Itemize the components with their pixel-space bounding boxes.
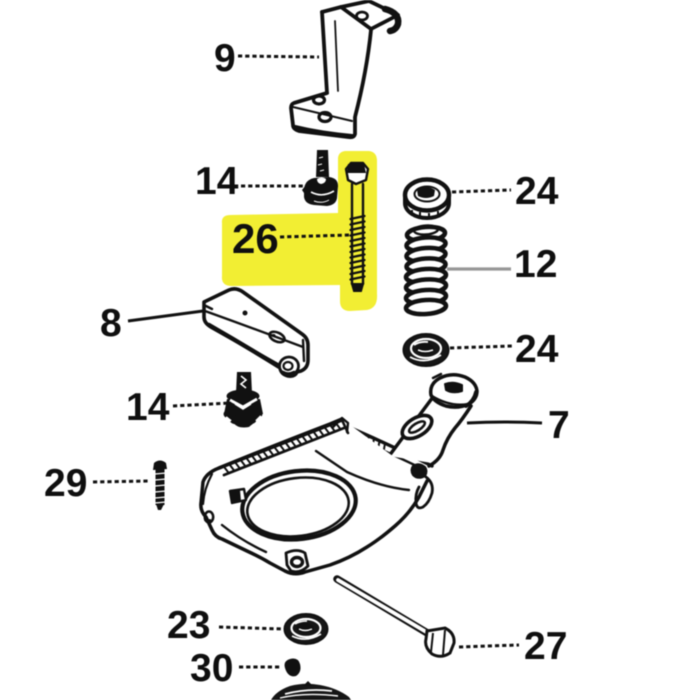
svg-text:30: 30 (190, 647, 233, 690)
svg-text:24: 24 (515, 170, 559, 213)
svg-text:27: 27 (524, 625, 567, 668)
svg-text:29: 29 (44, 462, 87, 505)
svg-text:7: 7 (548, 404, 570, 447)
svg-text:14: 14 (195, 160, 239, 203)
svg-text:14: 14 (126, 386, 170, 429)
svg-text:8: 8 (100, 302, 122, 345)
svg-text:12: 12 (514, 243, 557, 286)
svg-text:26: 26 (232, 215, 279, 262)
svg-text:9: 9 (214, 37, 236, 80)
svg-text:24: 24 (515, 328, 559, 371)
svg-text:23: 23 (167, 604, 210, 647)
